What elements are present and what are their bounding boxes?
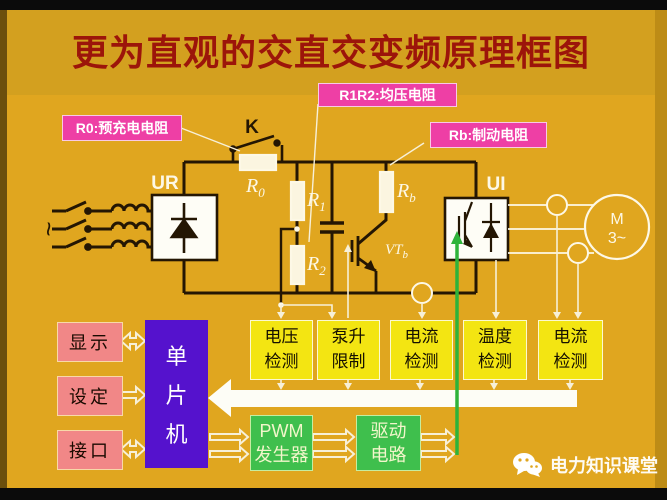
rb-branch — [357, 162, 388, 246]
wechat-icon — [513, 453, 542, 477]
right-edge-strip — [655, 10, 667, 488]
bottom-letterbox-bar — [0, 488, 667, 500]
title-band — [7, 10, 655, 95]
resistor-r1 — [289, 180, 306, 222]
arrow-setting-mcu — [120, 384, 147, 406]
junction-dot-tap — [278, 302, 284, 308]
rectifier-label: UR — [151, 173, 179, 194]
left-edge-strip — [0, 10, 7, 488]
voltage-tap — [279, 227, 297, 305]
arrow-pwm-drive-2 — [312, 444, 356, 464]
watermark-text: 电力知识课堂 — [550, 456, 658, 476]
page-title: 更为直观的交直交变频原理框图 — [71, 33, 590, 73]
current-sensor-w — [567, 242, 589, 264]
dc-link-capacitor — [320, 162, 344, 293]
detector-temperature: 温度检测 — [463, 320, 527, 380]
junction-dot-r1r2 — [294, 226, 300, 232]
mcu-char: 片 — [165, 383, 188, 408]
watermark: 电力知识课堂 — [512, 452, 658, 478]
arrow-interface-mcu — [119, 438, 147, 460]
top-letterbox-bar — [0, 0, 667, 10]
motor-label-m: M — [610, 211, 623, 228]
inverter-label: UI — [487, 174, 506, 195]
callout-balancing-resistors: R1R2:均压电阻 — [318, 83, 457, 107]
panel-display: 显示 — [57, 322, 123, 362]
drive-circuit-block: 驱动电路 — [356, 415, 421, 471]
main-circuit-wires — [52, 134, 478, 305]
panel-interface: 接口 — [57, 430, 123, 470]
r1-label: R1 — [306, 189, 326, 214]
current-sensor-u — [546, 194, 568, 216]
three-phase-input — [52, 200, 152, 251]
dc-bus-negative — [182, 258, 478, 295]
inverter-block — [443, 196, 510, 262]
callout-brake-resistor: Rb:制动电阻 — [430, 122, 547, 148]
mcu-char: 单 — [165, 344, 188, 369]
resistor-rb — [378, 170, 395, 214]
big-feedback-arrow — [208, 379, 577, 417]
arrow-drive-out-1 — [420, 427, 456, 447]
source-symbol: ~ — [34, 221, 64, 236]
arrow-display-mcu — [119, 330, 147, 352]
detector-voltage: 电压检测 — [250, 320, 313, 380]
motor-circle — [583, 193, 651, 261]
vtb-igbt — [350, 236, 378, 293]
contactor-label: K — [245, 117, 259, 138]
panel-setting: 设定 — [57, 376, 123, 416]
mcu-block: 单 片 机 — [145, 320, 208, 468]
arrow-mcu-pwm-1 — [209, 427, 250, 447]
resistors — [238, 153, 395, 286]
callout-leaders — [180, 103, 425, 243]
arrow-pwm-drive-1 — [312, 427, 356, 447]
r0-label: R0 — [245, 175, 265, 200]
dc-current-sensor — [411, 282, 433, 304]
motor-output-lines — [411, 193, 651, 304]
rectifier-block — [150, 193, 219, 262]
r2-label: R2 — [306, 253, 326, 278]
mcu-char: 机 — [165, 422, 188, 447]
arrow-mcu-pwm-2 — [209, 444, 250, 464]
contactor-k — [229, 134, 284, 162]
dc-bus-positive — [182, 160, 478, 198]
resistor-r2 — [289, 244, 306, 286]
resistor-r0 — [238, 153, 278, 172]
detector-dc-current: 电流检测 — [390, 320, 453, 380]
detector-pumpup-limit: 泵升限制 — [317, 320, 380, 380]
arrow-drive-out-2 — [420, 444, 456, 464]
motor-label-3ph: 3~ — [608, 230, 626, 247]
detector-output-current: 电流检测 — [538, 320, 603, 380]
rb-label: Rb — [396, 180, 416, 205]
callout-precharge-resistor: R0:预充电电阻 — [62, 115, 182, 141]
vtb-label: VTb — [385, 242, 409, 261]
